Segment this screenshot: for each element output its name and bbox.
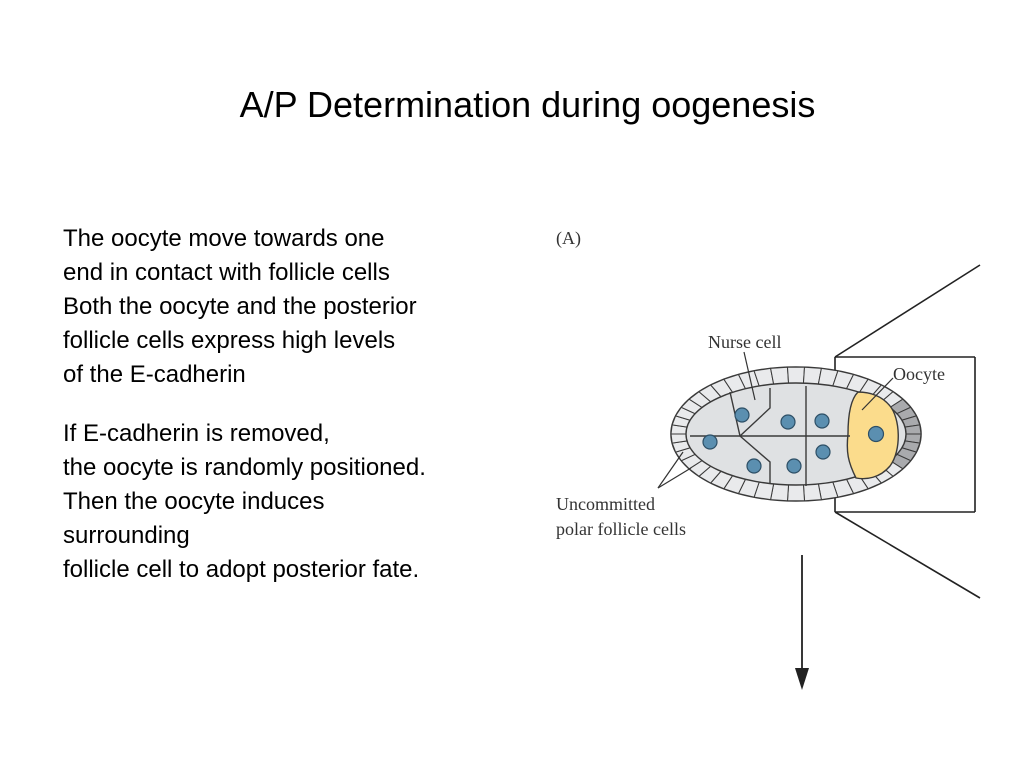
body-text: The oocyte move towards one end in conta… xyxy=(63,222,513,587)
follicle-cell xyxy=(786,366,806,385)
follicle-cell xyxy=(770,366,790,386)
label-leader-lines xyxy=(657,351,894,489)
paragraph-gap xyxy=(63,392,513,417)
panel-label: (A) xyxy=(556,228,581,249)
oocyte-label: Oocyte xyxy=(893,364,945,384)
nurse-cell-nucleus xyxy=(746,458,762,474)
nurse-cell-nucleus xyxy=(780,414,796,430)
body-line: Both the oocyte and the posterior xyxy=(63,293,417,320)
nurse-cell-nucleus xyxy=(814,413,830,429)
follicle-cell xyxy=(786,483,806,502)
body-line: The oocyte move towards one xyxy=(63,225,385,252)
slide-title: A/P Determination during oogenesis xyxy=(239,84,816,125)
oocyte-nucleus xyxy=(867,425,885,443)
nurse-cell-label: Nurse cell xyxy=(708,332,781,352)
body-line: the oocyte is randomly positioned. xyxy=(63,454,426,481)
egg-chamber-figure: (A) Nurse cell Oocyte Uncommitted polar … xyxy=(556,228,981,690)
body-line: If E-cadherin is removed, xyxy=(63,420,330,447)
polar-follicle-label-line1: Uncommitted xyxy=(556,494,655,514)
nurse-cell-nucleus xyxy=(786,458,802,474)
nurse-cell-nucleus xyxy=(815,444,831,460)
body-line: follicle cell to adopt posterior fate. xyxy=(63,556,420,583)
nuclei-group xyxy=(702,407,885,474)
nurse-cell-nucleus xyxy=(734,407,750,423)
nurse-cell-nucleus xyxy=(702,434,718,450)
down-arrow-icon xyxy=(795,555,809,690)
body-line: Then the oocyte induces xyxy=(63,488,325,515)
body-line: of the E-cadherin xyxy=(63,361,246,388)
body-line: end in contact with follicle cells xyxy=(63,259,390,286)
polar-follicle-label-line2: polar follicle cells xyxy=(556,519,686,539)
body-line: surrounding xyxy=(63,522,190,549)
body-line: follicle cells express high levels xyxy=(63,327,396,354)
